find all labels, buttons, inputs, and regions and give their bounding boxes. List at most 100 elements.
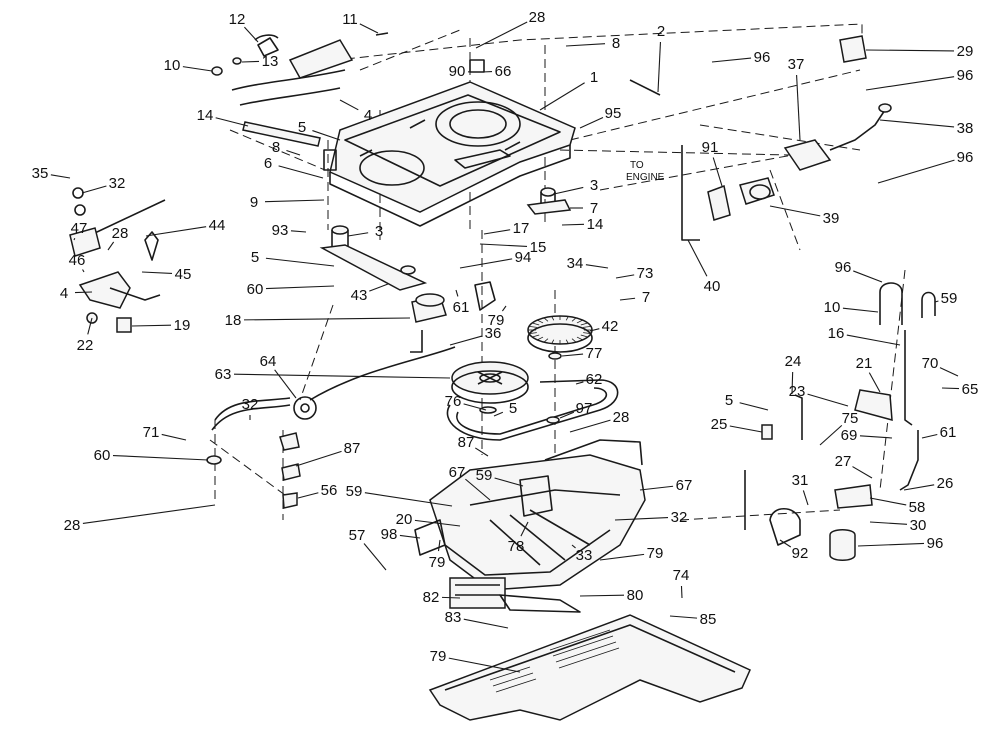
callout-label-37: 37 — [788, 56, 805, 73]
callout-label-31: 31 — [792, 472, 809, 489]
callout-leader-61 — [921, 433, 938, 439]
callout-leader-57 — [363, 543, 387, 571]
callout-leader-73 — [615, 274, 635, 279]
callout-leader-82 — [441, 596, 461, 599]
callout-leader-45 — [141, 271, 173, 275]
top-left-parts — [211, 32, 389, 147]
callout-leader-59 — [494, 477, 524, 487]
callout-leader-93 — [290, 230, 307, 233]
callout-leader-62 — [575, 381, 584, 385]
callout-label-32: 32 — [109, 175, 126, 192]
callout-label-96: 96 — [754, 49, 771, 66]
callout-leader-59 — [364, 492, 453, 507]
callout-leader-96 — [877, 159, 955, 184]
callout-label-7: 7 — [590, 200, 598, 217]
callout-label-47: 47 — [71, 220, 88, 237]
callout-label-22: 22 — [77, 337, 94, 354]
callout-label-28: 28 — [64, 517, 81, 534]
callout-label-62: 62 — [586, 371, 603, 388]
callout-leader-97 — [559, 411, 575, 419]
callout-leader-38 — [879, 119, 955, 128]
callout-label-38: 38 — [957, 120, 974, 137]
callout-leader-95 — [579, 117, 604, 129]
callout-leader-8 — [565, 43, 606, 47]
callout-leader-92 — [779, 539, 792, 548]
callout-leader-76 — [463, 403, 487, 411]
callout-leader-40 — [687, 239, 708, 277]
callout-label-8: 8 — [272, 139, 280, 156]
pivot-pins — [319, 187, 572, 291]
callout-leader-3 — [553, 186, 584, 195]
callout-label-79: 79 — [429, 554, 446, 571]
callout-label-71: 71 — [143, 424, 160, 441]
callout-leader-5 — [493, 411, 504, 417]
callout-label-60: 60 — [247, 281, 264, 298]
callout-label-96: 96 — [957, 67, 974, 84]
callout-leader-28 — [82, 504, 216, 525]
callout-leader-11 — [359, 23, 379, 34]
callout-leader-25 — [729, 425, 763, 433]
callout-leader-75 — [819, 424, 843, 446]
drive-bracket — [410, 281, 496, 353]
callout-leader-5 — [265, 257, 335, 267]
callout-label-10: 10 — [164, 57, 181, 74]
callout-label-12: 12 — [229, 11, 246, 28]
callout-leader-10 — [842, 307, 879, 313]
note-line-to: TO — [630, 160, 644, 171]
callout-label-97: 97 — [576, 400, 593, 417]
throttle-cable — [206, 346, 456, 509]
callout-label-76: 76 — [445, 393, 462, 410]
callout-label-90: 90 — [449, 63, 466, 80]
callout-label-3: 3 — [590, 177, 598, 194]
callout-label-96: 96 — [927, 535, 944, 552]
assembly-lines — [209, 23, 906, 521]
callout-label-30: 30 — [910, 517, 927, 534]
callout-leader-3 — [347, 232, 369, 237]
callout-label-67: 67 — [449, 464, 466, 481]
lower-deck — [414, 439, 646, 613]
callout-leader-91 — [712, 157, 723, 187]
callout-leader-70 — [939, 367, 959, 377]
callout-label-58: 58 — [909, 499, 926, 516]
callout-label-39: 39 — [823, 210, 840, 227]
callout-label-87: 87 — [344, 440, 361, 457]
mower-deck-frame — [323, 59, 576, 227]
callout-leader-15 — [479, 243, 528, 247]
callout-leader-26 — [903, 484, 935, 491]
callout-leader-20 — [414, 519, 461, 527]
callout-leader-87 — [295, 450, 342, 467]
callout-leader-4 — [339, 99, 359, 111]
callout-label-83: 83 — [445, 609, 462, 626]
callout-leader-28 — [569, 419, 611, 433]
callout-leader-34 — [585, 264, 609, 269]
callout-label-42: 42 — [602, 318, 619, 335]
callout-label-34: 34 — [567, 255, 584, 272]
callout-leader-96 — [711, 57, 752, 63]
callout-label-5: 5 — [509, 400, 517, 417]
callout-label-82: 82 — [423, 589, 440, 606]
callout-leader-22 — [87, 317, 93, 335]
callout-leader-46 — [82, 269, 85, 273]
callout-leader-42 — [589, 328, 600, 332]
right-lever-group — [744, 282, 936, 561]
callout-label-75: 75 — [842, 410, 859, 427]
callout-label-94: 94 — [515, 249, 532, 266]
callout-label-45: 45 — [175, 266, 192, 283]
callout-leader-19 — [131, 324, 172, 327]
callout-label-78: 78 — [508, 538, 525, 555]
callout-leader-35 — [50, 174, 71, 179]
callout-label-21: 21 — [856, 355, 873, 372]
callout-label-60: 60 — [94, 447, 111, 464]
callout-leader-43 — [369, 283, 389, 292]
callout-leader-16 — [846, 334, 901, 346]
callout-leader-7 — [619, 297, 636, 301]
callout-leader-32 — [614, 516, 669, 521]
callout-leader-60 — [265, 285, 335, 290]
callout-leader-61 — [455, 289, 459, 297]
callout-leader-33 — [571, 544, 576, 549]
callout-leader-12 — [244, 26, 259, 43]
callout-leader-79 — [599, 553, 645, 561]
switch-assembly — [629, 35, 892, 241]
